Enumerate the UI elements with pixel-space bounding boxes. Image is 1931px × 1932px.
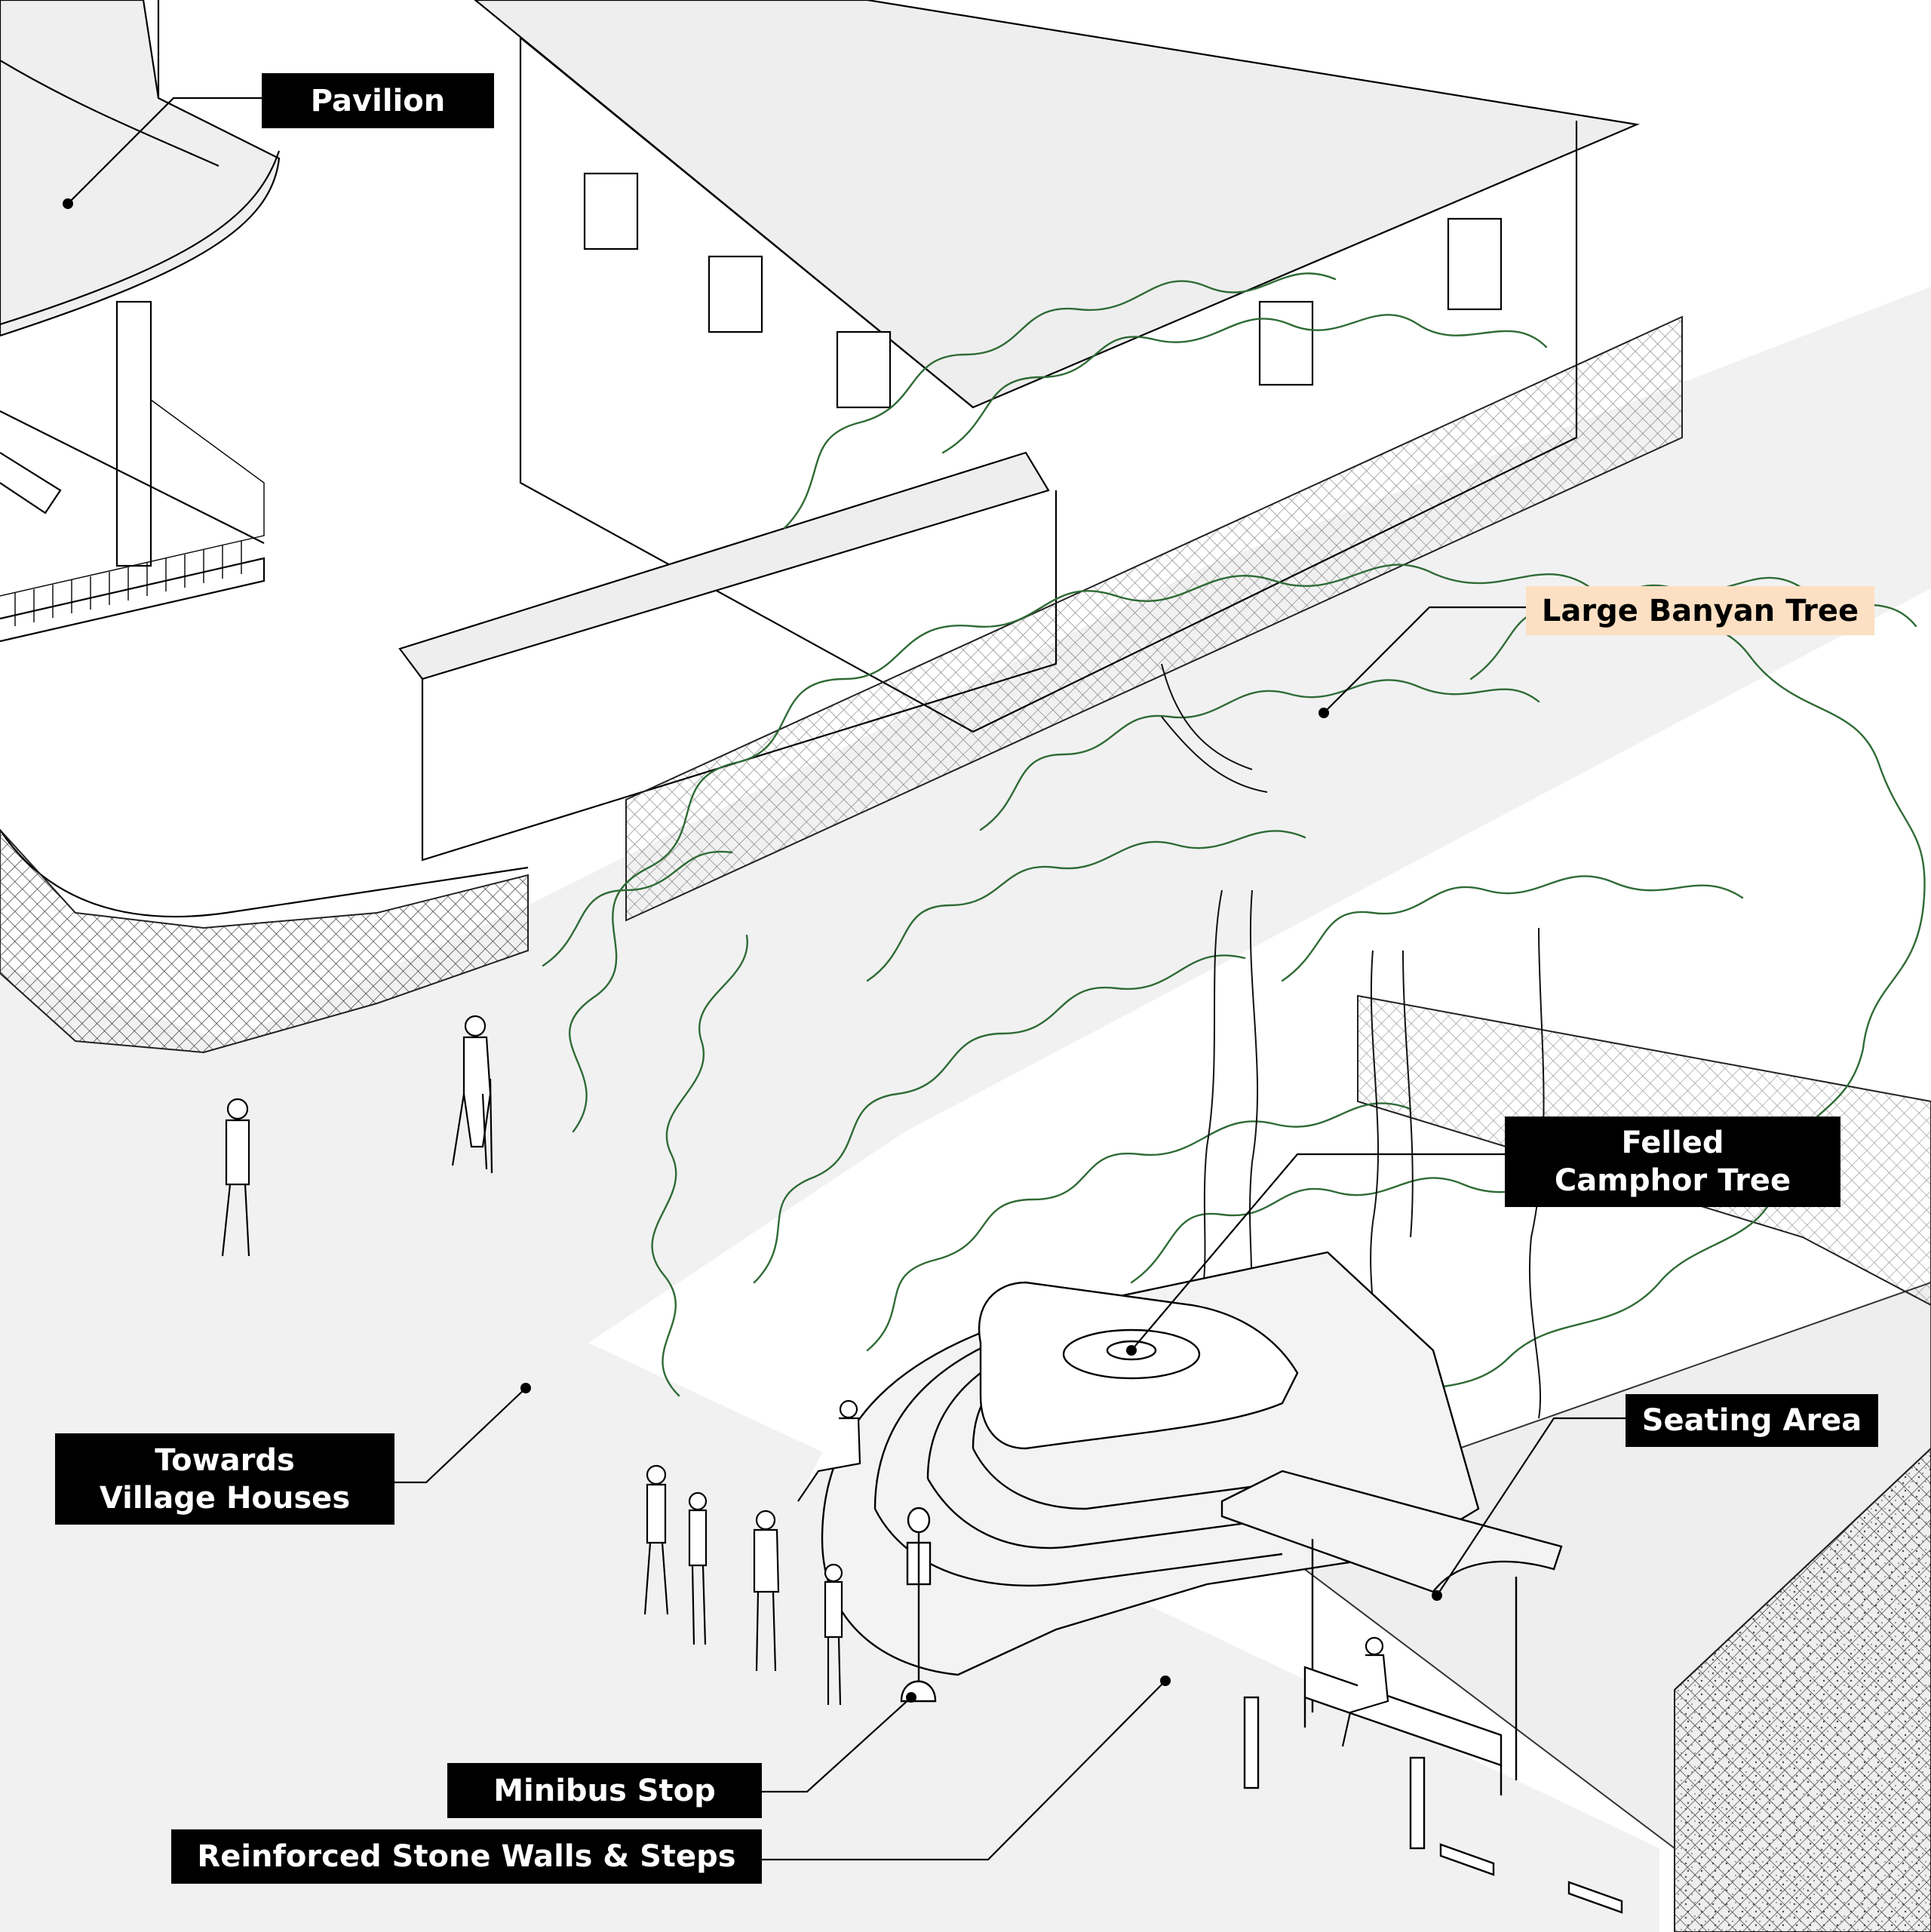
callout-dot-icon [1160,1676,1171,1686]
pavilion-label: Pavilion [262,73,494,128]
pedestrian-group [643,1399,1389,1747]
callout-dot-icon [1126,1345,1137,1356]
callout-dot-icon [63,198,73,209]
reinforced-walls-label: Reinforced Stone Walls & Steps [171,1829,762,1884]
callout-leaders [67,97,1628,1861]
pavilion [0,0,529,918]
callout-dot-icons [63,198,1442,1703]
pedestrians [221,1015,1389,1747]
stone-walls-and-steps [821,1251,1480,1676]
callout-dot-icon [520,1383,531,1393]
seating-area-label: Seating Area [1626,1394,1878,1447]
minibus-stop-label: Minibus Stop [447,1763,762,1818]
large-banyan-tree-label: Large Banyan Tree [1526,586,1874,635]
towards-village-houses-label: Towards Village Houses [55,1433,394,1525]
pedestrian-phone [221,1098,250,1257]
bus-shelter [1220,1470,1623,1914]
callout-dot-icon [906,1692,916,1703]
callout-dot-icon [1432,1590,1442,1601]
felled-camphor-tree-label: Felled Camphor Tree [1505,1117,1840,1207]
pedestrian-elderly-with-cane [451,1015,493,1174]
callout-dot-icon [1319,708,1329,718]
